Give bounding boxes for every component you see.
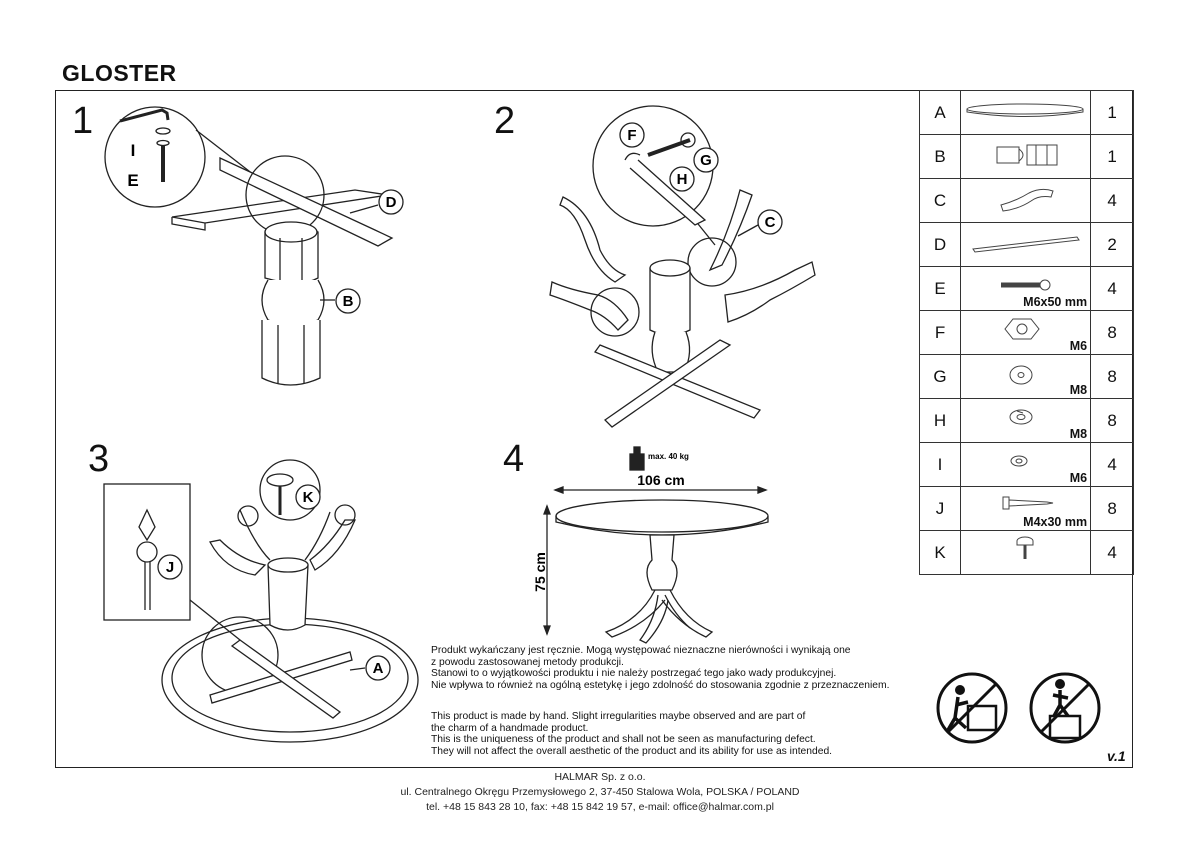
part-letter: C [918, 178, 962, 223]
footer-contact: tel. +48 15 843 28 10, fax: +48 15 842 1… [426, 801, 774, 813]
screw-icon [961, 496, 1090, 529]
nut-icon [961, 318, 1090, 353]
page-title: GLOSTER [62, 60, 177, 86]
part-quantity: 1 [1090, 134, 1134, 179]
part-picture: M6 [960, 310, 1092, 355]
part-letter: F [918, 310, 962, 355]
version-label: v.1 [1107, 748, 1126, 764]
part-quantity: 8 [1090, 354, 1134, 399]
pedestal-icon [961, 144, 1090, 177]
footer-company: HALMAR Sp. z o.o. [554, 771, 646, 783]
part-letter: A [918, 90, 962, 135]
callout-e: E [127, 171, 138, 190]
dimension-height: 75 cm [532, 552, 548, 592]
step-2-illustration [549, 105, 816, 428]
part-spec: M6x50 mm [1023, 295, 1088, 309]
part-quantity: 4 [1090, 530, 1134, 575]
footer: HALMAR Sp. z o.o. ul. Centralnego Okręgu… [0, 770, 1200, 815]
part-quantity: 4 [1090, 178, 1134, 223]
callout-j: J [166, 559, 174, 576]
callout-f: F [627, 127, 636, 144]
step-1-number: 1 [72, 100, 94, 142]
part-quantity: 8 [1090, 398, 1134, 443]
no-standing-icon [1029, 672, 1101, 744]
callout-d: D [386, 194, 397, 211]
part-quantity: 1 [1090, 90, 1134, 135]
part-quantity: 4 [1090, 266, 1134, 311]
part-picture [960, 530, 1092, 575]
bolt-icon [961, 279, 1090, 309]
part-quantity: 4 [1090, 442, 1134, 487]
part-picture [960, 178, 1092, 223]
part-picture [960, 134, 1092, 179]
callout-k: K [303, 489, 314, 506]
callout-g: G [700, 152, 712, 169]
callout-a: A [373, 660, 384, 677]
part-letter: G [918, 354, 962, 399]
note-polish: Produkt wykańczany jest ręcznie. Mogą wy… [431, 645, 890, 691]
callout-c: C [765, 214, 776, 231]
dimension-width: 106 cm [637, 472, 684, 488]
step-2-number: 2 [494, 100, 516, 142]
spring-washer-icon [961, 409, 1090, 441]
part-letter: B [918, 134, 962, 179]
part-letter: H [918, 398, 962, 443]
part-spec: M4x30 mm [1023, 515, 1088, 529]
part-letter: E [918, 266, 962, 311]
note-english: This product is made by hand. Slight irr… [431, 711, 833, 757]
footer-address: ul. Centralnego Okręgu Przemysłowego 2, … [400, 786, 800, 798]
step-1-illustration [104, 106, 394, 386]
part-picture [960, 90, 1092, 135]
callout-i: I [131, 141, 136, 160]
part-quantity: 8 [1090, 310, 1134, 355]
step-4-number: 4 [503, 438, 525, 480]
callout-b: B [343, 293, 354, 310]
cross-bar-icon [961, 236, 1090, 265]
step-3-number: 3 [88, 438, 110, 480]
part-letter: I [918, 442, 962, 487]
no-climbing-icon [936, 672, 1008, 744]
callouts: D B I E F G H C K J A [127, 122, 783, 681]
part-spec: M8 [1069, 427, 1088, 441]
part-picture: M6x50 mm [960, 266, 1092, 311]
washer-icon [961, 365, 1090, 397]
part-picture: M8 [960, 354, 1092, 399]
callout-h: H [677, 171, 688, 188]
part-spec: M8 [1069, 383, 1088, 397]
step-3-illustration [103, 459, 419, 743]
part-spec: M6 [1069, 339, 1088, 353]
curved-leg-icon [961, 188, 1090, 221]
part-quantity: 2 [1090, 222, 1134, 267]
part-picture: M6 [960, 442, 1092, 487]
part-picture: M4x30 mm [960, 486, 1092, 531]
part-letter: D [918, 222, 962, 267]
part-letter: J [918, 486, 962, 531]
glide-icon [961, 536, 1090, 573]
tabletop-icon [961, 103, 1090, 133]
part-spec: M6 [1069, 471, 1088, 485]
part-picture [960, 222, 1092, 267]
part-quantity: 8 [1090, 486, 1134, 531]
max-load-label: max. 40 kg [648, 452, 689, 461]
small-washer-icon [961, 455, 1090, 485]
part-picture: M8 [960, 398, 1092, 443]
part-letter: K [918, 530, 962, 575]
step-4-illustration [543, 446, 769, 644]
